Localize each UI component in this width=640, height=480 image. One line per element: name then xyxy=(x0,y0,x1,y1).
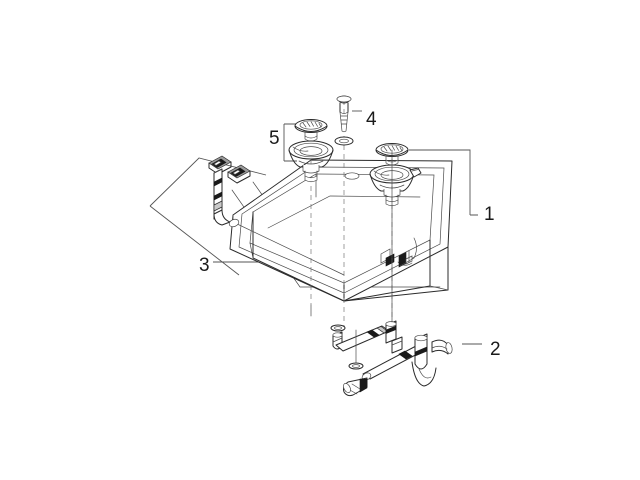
fixing-screw-assembly xyxy=(334,95,362,146)
sealing-washer xyxy=(334,136,354,146)
overflow-tube xyxy=(213,168,240,228)
callout-label-2: 2 xyxy=(490,339,501,360)
overflow-cover-plate-1 xyxy=(208,155,232,175)
waste-valve-fitting xyxy=(343,377,368,397)
strainer-basket-left xyxy=(288,140,334,183)
strainer-cap-left xyxy=(294,119,328,142)
waste-assembly xyxy=(310,149,482,397)
basin-clip-fittings xyxy=(380,237,417,268)
sink-basin xyxy=(229,159,453,302)
overflow-cover-plate-2 xyxy=(227,164,251,184)
fixing-screw xyxy=(336,95,352,133)
overflow-tube-kit xyxy=(208,155,251,228)
callout-1-leader xyxy=(409,149,478,216)
callout-label-1: 1 xyxy=(484,204,495,225)
waste-tee xyxy=(385,149,397,344)
strainer-assembly-left xyxy=(283,119,334,183)
bottle-trap xyxy=(411,333,453,387)
callout-label-4: 4 xyxy=(366,109,377,130)
callout-label-3: 3 xyxy=(199,255,210,276)
waste-riser xyxy=(391,336,403,354)
callout-label-5: 5 xyxy=(269,128,280,149)
